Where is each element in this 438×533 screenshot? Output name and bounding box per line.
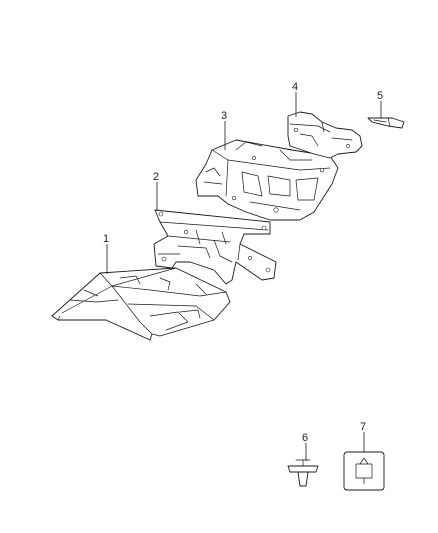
part-5-bracket xyxy=(367,117,405,129)
callout-6: 6 xyxy=(302,432,308,444)
callout-3: 3 xyxy=(221,110,227,122)
callout-2: 2 xyxy=(153,171,159,183)
callout-1: 1 xyxy=(103,233,109,245)
callout-labels: 1 2 3 4 5 6 7 xyxy=(103,81,383,444)
part-4-insulator xyxy=(287,111,363,159)
part-2-dash-bracket xyxy=(153,209,277,285)
callout-4: 4 xyxy=(292,81,298,93)
callout-5: 5 xyxy=(377,90,383,102)
leader-lines xyxy=(106,92,382,461)
part-6-push-pin xyxy=(287,459,319,487)
part-7-clip-nut xyxy=(343,451,385,491)
part-1-floor-silencer xyxy=(51,267,231,341)
callout-7: 7 xyxy=(360,421,366,433)
